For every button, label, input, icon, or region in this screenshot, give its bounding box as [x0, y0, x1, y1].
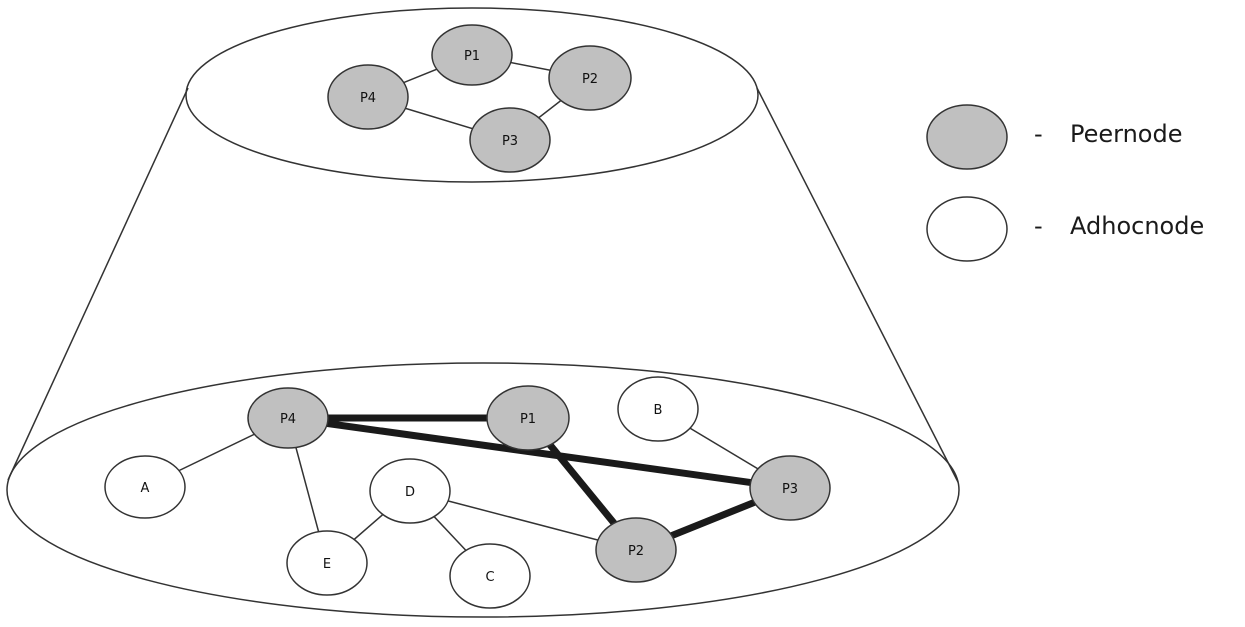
node-label: P1 — [464, 49, 480, 64]
underlay-node-p4: P4 — [247, 387, 329, 449]
peer-node-shape — [431, 24, 513, 86]
node-label: P4 — [280, 412, 296, 427]
underlay-plane — [6, 362, 960, 618]
overlay-node-p4: P4 — [327, 64, 409, 130]
node-label: P2 — [628, 544, 644, 559]
peer-node-shape — [749, 455, 831, 521]
underlay-node-e: E — [286, 530, 368, 596]
node-label: A — [141, 481, 150, 496]
cone-left-edge — [7, 87, 189, 481]
underlay-node-p1: P1 — [486, 385, 570, 451]
adhoc-node-shape — [369, 458, 451, 524]
underlay-node-d: D — [369, 458, 451, 524]
node-label: P3 — [782, 482, 798, 497]
adhoc-node-shape — [286, 530, 368, 596]
adhoc-node-shape — [449, 543, 531, 609]
underlay-node-p2: P2 — [595, 517, 677, 583]
cone-right-edge — [756, 87, 959, 483]
overlay-node-p3: P3 — [469, 107, 551, 173]
peer-node-shape — [486, 385, 570, 451]
legend-peer-swatch — [926, 104, 1008, 170]
node-label: P3 — [502, 134, 518, 149]
underlay-node-a: A — [104, 455, 186, 519]
overlay-plane — [185, 7, 759, 183]
node-label: B — [654, 403, 663, 418]
legend-item-adhoc: -Adhocnode — [926, 196, 1204, 262]
node-label: E — [323, 557, 331, 572]
peer-node-shape — [548, 45, 632, 111]
node-label: C — [485, 570, 494, 585]
peer-node-shape — [595, 517, 677, 583]
node-label: P2 — [582, 72, 598, 87]
underlay-edge-u-p4-u-p3 — [287, 414, 791, 492]
underlay-node-b: B — [617, 376, 699, 442]
legend: -Peernode-Adhocnode — [926, 104, 1204, 262]
legend-label: Adhocnode — [1070, 212, 1204, 240]
node-label: P1 — [520, 412, 536, 427]
peer-node-shape — [247, 387, 329, 449]
overlay-node-p1: P1 — [431, 24, 513, 86]
overlay-node-p2: P2 — [548, 45, 632, 111]
node-label: P4 — [360, 91, 376, 106]
legend-adhoc-swatch — [926, 196, 1008, 262]
node-label: D — [405, 485, 415, 500]
overlay-cone — [6, 7, 960, 618]
peer-node-shape — [327, 64, 409, 130]
peer-node-shape — [469, 107, 551, 173]
underlay-nodes: P4 P1 B A D P3E C P2 — [104, 376, 831, 609]
underlay-node-c: C — [449, 543, 531, 609]
legend-dash: - — [1034, 212, 1043, 240]
adhoc-node-shape — [104, 455, 186, 519]
underlay-node-p3: P3 — [749, 455, 831, 521]
legend-item-peer: -Peernode — [926, 104, 1183, 170]
adhoc-node-shape — [617, 376, 699, 442]
legend-label: Peernode — [1070, 120, 1183, 148]
legend-dash: - — [1034, 120, 1043, 148]
